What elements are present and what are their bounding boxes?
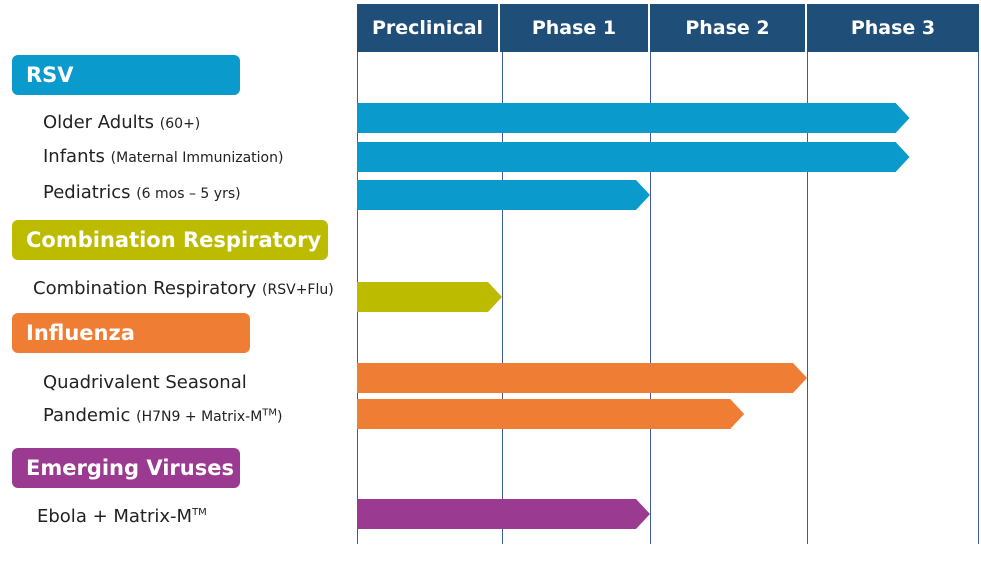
row-label-text: Combination Respiratory — [33, 278, 257, 299]
row-label-detail-text: (H7N9 + Matrix-M — [136, 409, 263, 425]
row-label-pandemic: Pandemic (H7N9 + Matrix-MTM) — [43, 405, 283, 428]
row-label-text: Older Adults — [43, 112, 155, 133]
row-label-detail: (H7N9 + Matrix-MTM) — [136, 407, 283, 425]
progress-bar — [357, 180, 650, 210]
row-label-pediatrics: Pediatrics (6 mos – 5 yrs) — [43, 182, 241, 205]
category-badge-rsv: RSV — [12, 55, 240, 95]
phase-header-preclinical: Preclinical — [357, 4, 500, 52]
progress-bar — [357, 282, 502, 312]
progress-bar — [357, 142, 910, 172]
phase-header-phase-1: Phase 1 — [500, 4, 650, 52]
progress-bar — [357, 363, 807, 393]
trademark-sup: TM — [262, 407, 278, 419]
row-label-text: Ebola + Matrix-M — [37, 506, 193, 527]
trademark-sup: TM — [192, 507, 207, 518]
row-label-older-adults: Older Adults (60+) — [43, 112, 200, 135]
row-label-text: Infants — [43, 146, 105, 167]
row-label-text: Pandemic — [43, 405, 131, 426]
category-badge-combination-respiratory: Combination Respiratory — [12, 220, 328, 260]
row-label-ebola: Ebola + Matrix-MTM — [37, 506, 207, 528]
phase-header-phase-2: Phase 2 — [650, 4, 807, 52]
progress-bar — [357, 399, 745, 429]
row-label-infants: Infants (Maternal Immunization) — [43, 146, 283, 169]
category-badge-emerging-viruses: Emerging Viruses — [12, 448, 240, 488]
grid-line — [978, 52, 979, 544]
row-label-quadrivalent-seasonal: Quadrivalent Seasonal — [43, 372, 247, 394]
row-label-text: Quadrivalent Seasonal — [43, 372, 247, 393]
progress-bar — [357, 499, 650, 529]
row-label-detail: (Maternal Immunization) — [110, 150, 284, 166]
row-label-combination-respiratory: Combination Respiratory (RSV+Flu) — [33, 278, 334, 301]
row-label-text: Pediatrics — [43, 182, 131, 203]
grid-line — [650, 52, 651, 544]
phase-header-phase-3: Phase 3 — [807, 4, 979, 52]
row-label-detail-end: ) — [277, 409, 283, 425]
grid-line — [502, 52, 503, 544]
grid-line — [807, 52, 808, 544]
row-label-detail: (60+) — [159, 116, 201, 132]
progress-bar — [357, 103, 910, 133]
row-label-detail: (6 mos – 5 yrs) — [136, 186, 241, 202]
category-badge-influenza: Influenza — [12, 313, 250, 353]
row-label-detail: (RSV+Flu) — [262, 282, 334, 298]
